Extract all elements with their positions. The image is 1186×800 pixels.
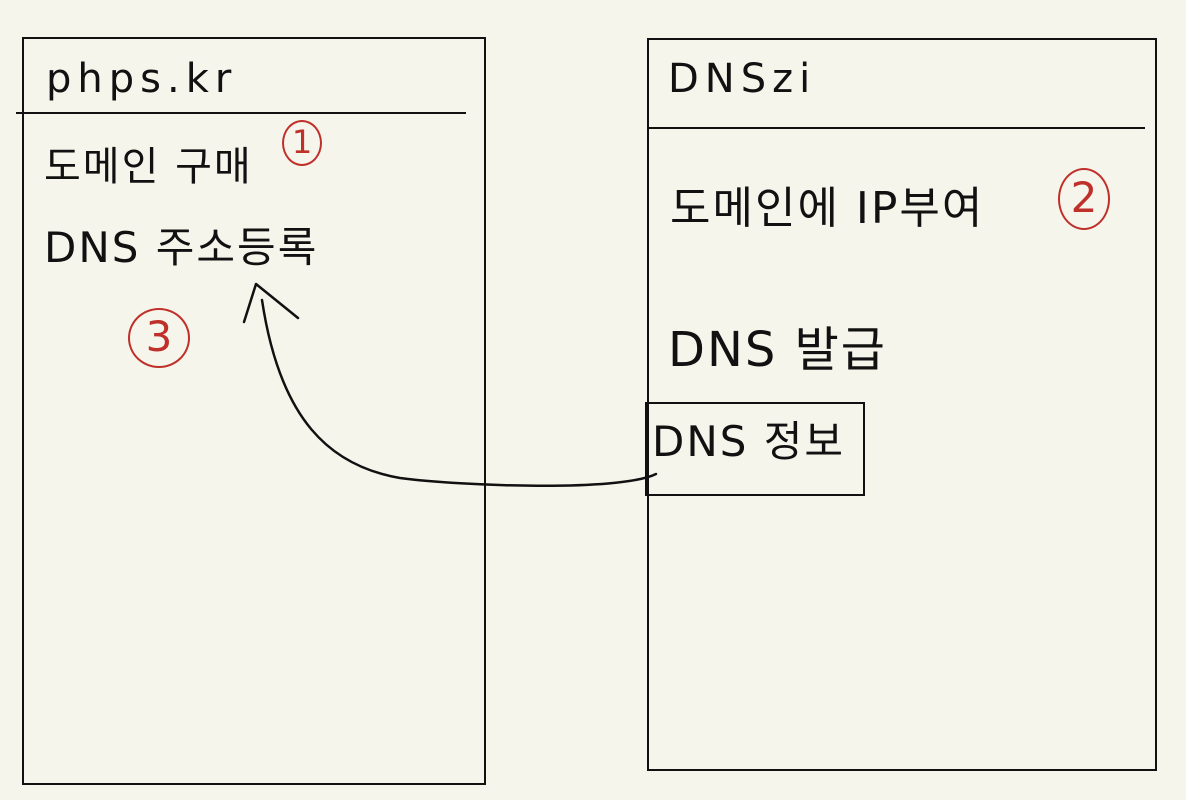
phps-panel-divider [16, 112, 466, 114]
step-domain-purchase: 도메인 구매 [44, 144, 253, 190]
step-1-badge: 1 [282, 120, 322, 166]
step-dns-issue: DNS 발급 [668, 322, 887, 378]
step-dns-address-register: DNS 주소등록 [44, 223, 319, 272]
dns-info-box [645, 402, 865, 496]
step-assign-ip-to-domain: 도메인에 IP부여 [670, 183, 985, 234]
step-2-badge: 2 [1058, 168, 1110, 230]
phps-panel-title: phps.kr [46, 56, 238, 102]
dnszi-panel-title: DNSzi [668, 56, 817, 102]
step-3-badge: 3 [128, 308, 190, 368]
phps-panel [22, 37, 486, 785]
arrow-curve [260, 298, 658, 488]
arrow-head [242, 282, 300, 324]
dnszi-panel [647, 38, 1157, 771]
dns-info-label: DNS 정보 [652, 417, 846, 466]
dnszi-panel-divider [647, 127, 1145, 129]
